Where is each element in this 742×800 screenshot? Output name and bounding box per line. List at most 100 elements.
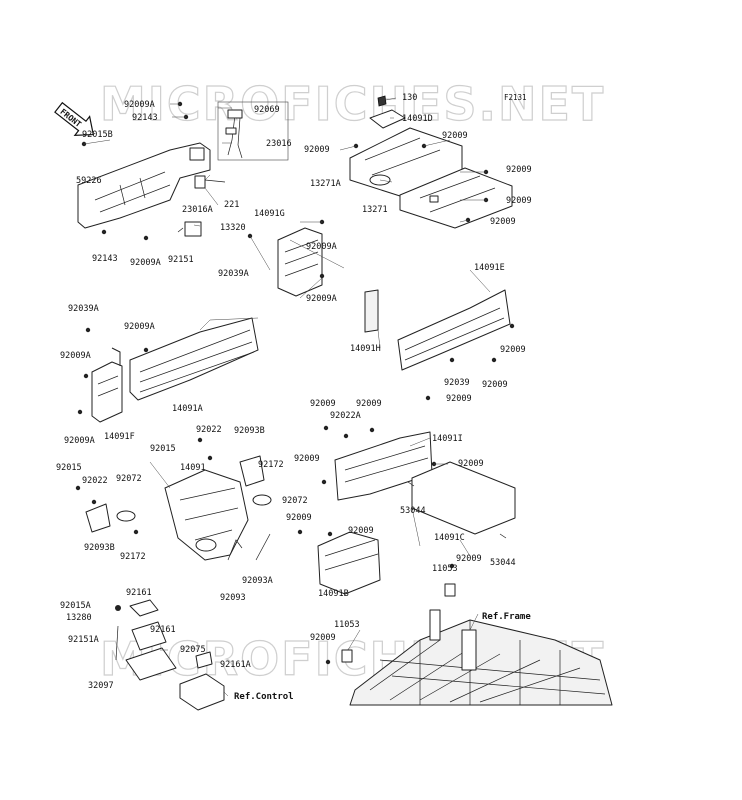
label-92093B-1: 92093B [234, 426, 265, 436]
label-92161-1: 92161 [126, 588, 152, 598]
part-relay [194, 175, 226, 189]
label-92172-2: 92172 [120, 552, 146, 562]
part-tray-14091 [164, 469, 249, 561]
part-14091E [364, 289, 511, 371]
label-92015B: 92015B [82, 130, 113, 140]
label-92009A-4: 92009A [306, 294, 337, 304]
label-92022-1: 92022 [196, 425, 222, 435]
label-92093B-2: 92093B [84, 543, 115, 553]
label-92151: 92151 [168, 255, 194, 265]
label-92039A-2: 92039A [68, 304, 99, 314]
part-14091G [277, 227, 323, 297]
label-92009A-5: 92009A [124, 322, 155, 332]
label-92009A-2: 92009A [130, 258, 161, 268]
part-tab-11053 [341, 583, 456, 663]
label-92009-4: 92009 [506, 196, 532, 206]
label-92015-2: 92015 [56, 463, 82, 473]
label-92039: 92039 [444, 378, 470, 388]
part-harness [217, 101, 289, 161]
part-front-cover [77, 142, 211, 229]
label-92009A-7: 92009A [64, 436, 95, 446]
label-92009-1: 92009 [442, 131, 468, 141]
label-14091G: 14091G [254, 209, 285, 219]
label-13280: 13280 [66, 613, 92, 623]
label-92072-1: 92072 [282, 496, 308, 506]
part-clip-14091D [369, 95, 406, 129]
leader-lines [83, 97, 491, 697]
label-14091C: 14091C [434, 533, 465, 543]
label-92009-12: 92009 [458, 459, 484, 469]
label-11053-2: 11053 [334, 620, 360, 630]
ref-frame-label: Ref.Frame [482, 612, 531, 622]
label-14091I: 14091I [432, 434, 463, 444]
part-control-box [179, 673, 225, 711]
label-53044-1: 53044 [400, 506, 426, 516]
label-92009-10: 92009 [356, 399, 382, 409]
label-221: 221 [224, 200, 239, 210]
label-92075: 92075 [180, 645, 206, 655]
label-92009-16: 92009 [310, 633, 336, 643]
part-mat-14091C [407, 461, 516, 539]
label-23016A: 23016A [182, 205, 213, 215]
label-92009A-3: 92009A [306, 242, 337, 252]
part-bracket-92093B [85, 455, 265, 533]
label-92009-7: 92009 [482, 380, 508, 390]
label-14091: 14091 [180, 463, 206, 473]
label-14091H: 14091H [350, 344, 381, 354]
label-92015A: 92015A [60, 601, 91, 611]
label-92009-8: 92009 [446, 394, 472, 404]
label-92093: 92093 [220, 593, 246, 603]
label-11053-1: 11053 [432, 564, 458, 574]
label-92143-1: 92143 [132, 113, 158, 123]
part-frame [349, 609, 613, 706]
label-92069: 92069 [254, 105, 280, 115]
label-92009-6: 92009 [500, 345, 526, 355]
label-92009-9: 92009 [310, 399, 336, 409]
label-53044-2: 53044 [490, 558, 516, 568]
label-14091F: 14091F [104, 432, 135, 442]
part-labels: 92009A 92143 92015B 92069 23016 59226 23… [56, 93, 532, 691]
part-13320 [177, 221, 202, 237]
watermark-top: MICROFICHES.NET [100, 77, 605, 131]
label-92172-1: 92172 [258, 460, 284, 470]
part-14091F [91, 347, 123, 423]
label-59226: 59226 [76, 176, 102, 186]
ref-control-label: Ref.Control [234, 692, 294, 702]
label-92039A-1: 92039A [218, 269, 249, 279]
part-ring-92072 [116, 494, 272, 522]
label-13271A: 13271A [310, 179, 341, 189]
label-92161-2: 92161 [150, 625, 176, 635]
label-92009-13: 92009 [286, 513, 312, 523]
label-92009-2: 92009 [304, 145, 330, 155]
label-130: 130 [402, 93, 417, 103]
label-14091D: 14091D [402, 114, 433, 124]
label-92151A: 92151A [68, 635, 99, 645]
label-92161A: 92161A [220, 660, 251, 670]
label-92093A: 92093A [242, 576, 273, 586]
part-stays [227, 533, 271, 561]
label-92009A-6: 92009A [60, 351, 91, 361]
label-23016: 23016 [266, 139, 292, 149]
part-14091A [129, 317, 259, 401]
label-14091B: 14091B [318, 589, 349, 599]
label-92022A: 92022A [330, 411, 361, 421]
label-14091A: 14091A [172, 404, 203, 414]
label-92009-3: 92009 [506, 165, 532, 175]
figure-code: F2131 [504, 93, 527, 102]
label-92072-2: 92072 [116, 474, 142, 484]
label-13320: 13320 [220, 223, 246, 233]
label-32097: 32097 [88, 681, 114, 691]
label-92009-14: 92009 [348, 526, 374, 536]
label-92009-15: 92009 [456, 554, 482, 564]
label-14091E: 14091E [474, 263, 505, 273]
label-92009-11: 92009 [294, 454, 320, 464]
label-13271: 13271 [362, 205, 388, 215]
label-92009-5: 92009 [490, 217, 516, 227]
label-92009A-1: 92009A [124, 100, 155, 110]
label-92015-1: 92015 [150, 444, 176, 454]
part-14091B [317, 531, 381, 595]
label-92022-2: 92022 [82, 476, 108, 486]
label-92143-2: 92143 [92, 254, 118, 264]
